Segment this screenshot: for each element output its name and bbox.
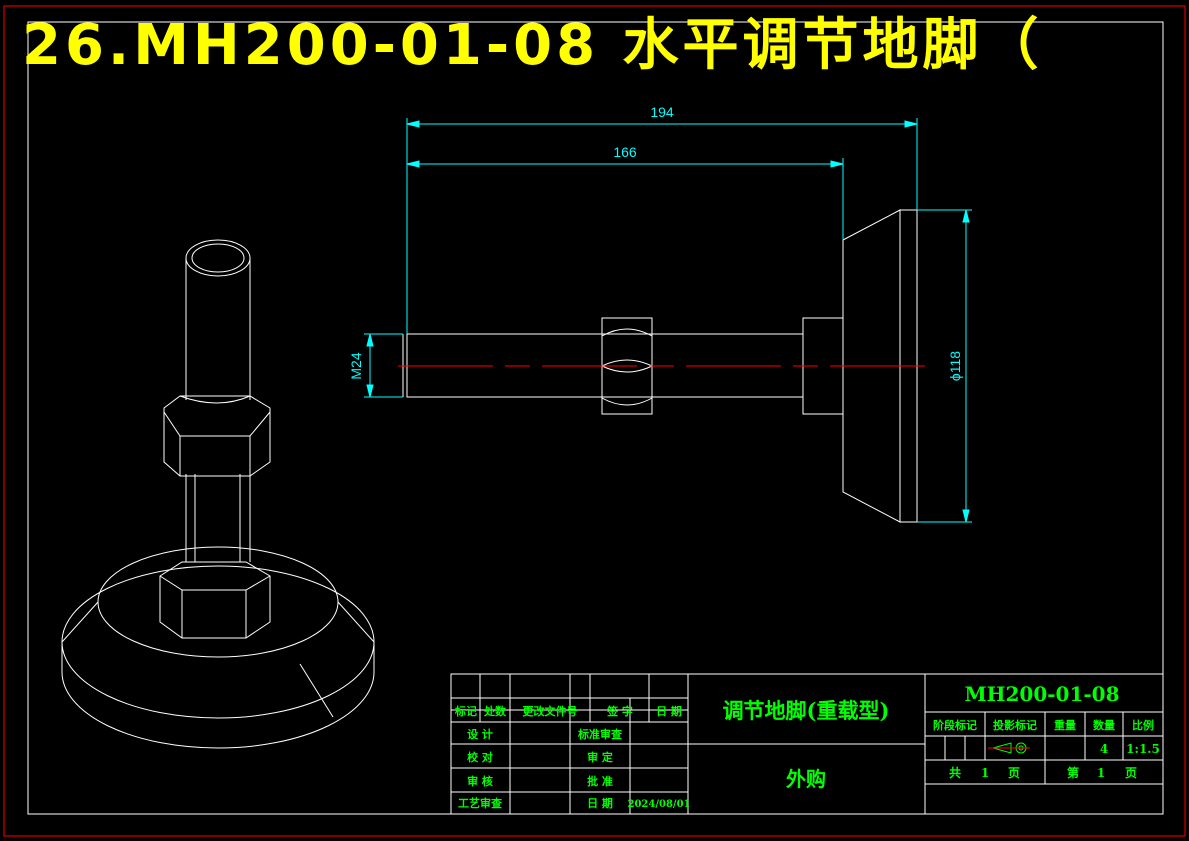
dim-thread: M24 (348, 352, 364, 379)
info-label-projection: 投影标记 (993, 718, 1037, 732)
sheets-total-value: 1 (981, 766, 989, 780)
sheets-total-prefix: 共 (949, 765, 961, 780)
drawing-heading: 26.MH200-01-08 水平调节地脚（ (22, 13, 1043, 78)
sheet-no-value: 1 (1097, 766, 1105, 780)
header-label-change-doc: 更改文件号 (523, 704, 578, 718)
projection-symbol-icon (988, 742, 1030, 754)
info-label-scale: 比例 (1132, 718, 1154, 732)
role-label-design: 设 计 (467, 727, 493, 741)
header-label-signature: 签 字 (606, 704, 633, 718)
dim-rod-length: 166 (613, 144, 637, 160)
drawing-number: MH200-01-08 (964, 682, 1119, 706)
scale-value: 1:1.5 (1126, 742, 1160, 756)
dimensions (364, 118, 972, 523)
approval-label-standard: 标准审查 (577, 727, 622, 741)
role-label-process: 工艺审查 (458, 796, 502, 810)
header-label-count: 处数 (483, 704, 507, 718)
sheets-total-suffix: 页 (1008, 766, 1020, 780)
approval-label-final: 审 定 (587, 750, 613, 764)
sheet-no-prefix: 第 (1067, 765, 1079, 780)
part-name: 调节地脚(重载型) (723, 698, 890, 723)
approval-label-date: 日 期 (587, 796, 613, 810)
info-label-quantity: 数量 (1093, 718, 1115, 732)
title-block (450, 673, 1164, 815)
quantity-value: 4 (1100, 742, 1108, 756)
info-label-stage: 阶段标记 (933, 718, 977, 732)
info-label-weight: 重量 (1054, 718, 1076, 732)
dim-base-diameter: ϕ118 (947, 351, 963, 381)
isometric-view (61, 239, 375, 749)
header-label-date: 日 期 (656, 704, 682, 718)
role-label-check: 校 对 (467, 750, 493, 764)
header-label-mark: 标记 (454, 704, 477, 718)
sheet-no-suffix: 页 (1125, 766, 1137, 780)
outer-border (3, 5, 1186, 837)
dim-overall-length: 194 (650, 104, 674, 120)
role-label-review: 审 核 (467, 774, 493, 788)
approval-date-value: 2024/08/01 (628, 799, 691, 810)
approval-label-approve: 批 准 (587, 774, 613, 788)
supply-type: 外购 (786, 767, 826, 791)
